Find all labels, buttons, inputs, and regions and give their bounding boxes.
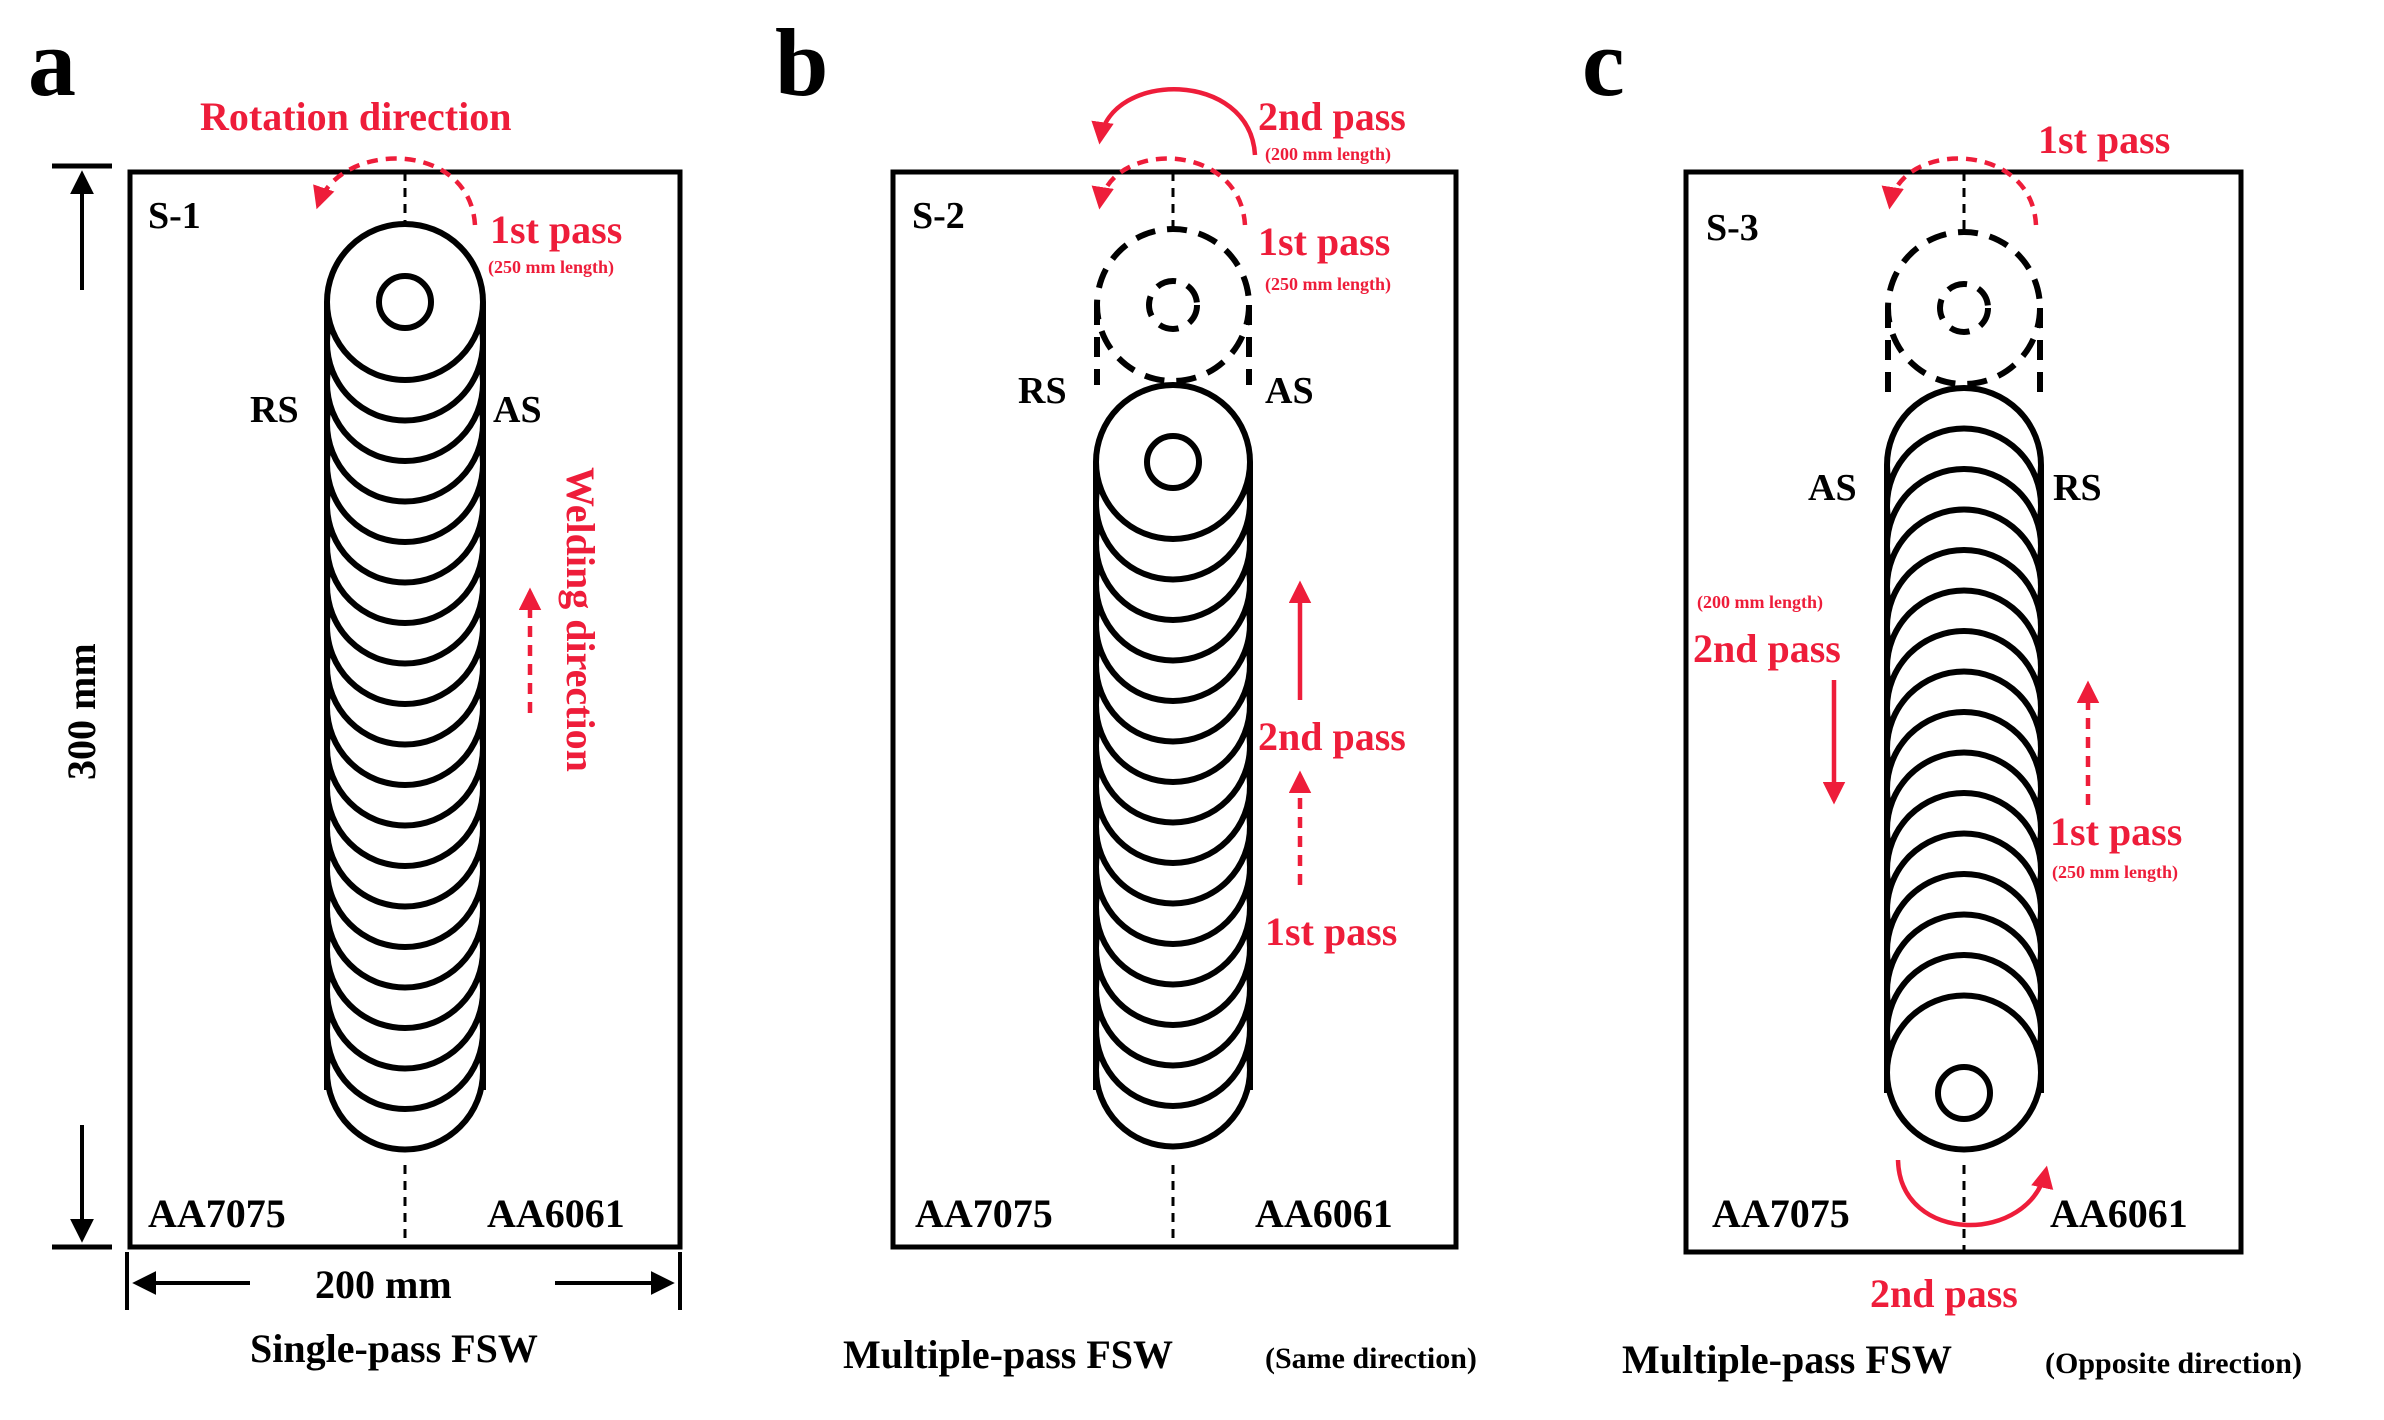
panel-c-pass1-label: 1st pass — [2038, 117, 2170, 162]
panel-a-caption: Single-pass FSW — [250, 1326, 538, 1371]
panel-b: b S-2 RS AS 2nd pass (200 mm length) 1st… — [775, 9, 1477, 1377]
panel-c-pass2-length: (200 mm length) — [1697, 592, 1823, 613]
panel-a-height-dimension: 300 mm — [59, 643, 104, 780]
panel-b-pass1-rotation-arrow — [1091, 156, 1248, 226]
panel-b-left-alloy: AA7075 — [915, 1191, 1053, 1236]
panel-a-pass1-length: (250 mm length) — [488, 257, 614, 278]
panel-b-pass2-rotation-arrow — [1091, 87, 1258, 156]
panel-a-right-alloy: AA6061 — [487, 1191, 625, 1236]
panel-c-caption: Multiple-pass FSW — [1622, 1337, 1952, 1382]
panel-a-weld-bead — [324, 221, 486, 1153]
panel-a-rs-label: RS — [250, 389, 299, 431]
panel-c-pass1-length: (250 mm length) — [2052, 862, 2178, 883]
panel-a-welding-direction-label: Welding direction — [558, 467, 603, 772]
panel-b-pass1-length: (250 mm length) — [1265, 274, 1391, 295]
panel-a-sample-id: S-1 — [148, 195, 201, 237]
panel-a-letter: a — [28, 9, 76, 116]
panel-b-rs-label: RS — [1018, 370, 1067, 412]
panel-a-pass1-label: 1st pass — [490, 207, 622, 252]
tool-pin-icon — [1935, 1064, 1993, 1122]
panel-a-width-dimension: 200 mm — [315, 1262, 452, 1307]
panel-b-mid-pass2-label: 2nd pass — [1258, 714, 1406, 759]
panel-b-letter: b — [775, 9, 828, 116]
panel-a-as-label: AS — [493, 389, 542, 431]
panel-b-caption: Multiple-pass FSW — [843, 1332, 1173, 1377]
panel-b-dashed-start-position — [1094, 226, 1252, 385]
panel-c-left-alloy: AA7075 — [1712, 1191, 1850, 1236]
panel-c-pass1-rotation-arrow — [1881, 156, 2039, 226]
panel-b-as-label: AS — [1265, 370, 1314, 412]
panel-a: a S-1 RS AS Rotation direction 1st pass … — [28, 9, 683, 1371]
panel-c-right-alloy: AA6061 — [2050, 1191, 2188, 1236]
panel-c-as-label: AS — [1808, 467, 1857, 509]
panel-b-pass2-label: 2nd pass — [1258, 94, 1406, 139]
panel-b-mid-pass1-label: 1st pass — [1265, 909, 1397, 954]
panel-c-rs-label: RS — [2053, 467, 2102, 509]
panel-c-dashed-start-position — [1885, 229, 2043, 392]
panel-c-sample-id: S-3 — [1706, 207, 1759, 249]
panel-a-rotation-arrow — [313, 156, 478, 226]
panel-b-right-alloy: AA6061 — [1255, 1191, 1393, 1236]
panel-a-rotation-label: Rotation direction — [200, 94, 511, 139]
panel-c-weld-bead — [1884, 385, 2044, 1153]
tool-pin-icon — [1144, 433, 1202, 491]
panel-b-sample-id: S-2 — [912, 195, 965, 237]
panel-b-caption-sub: (Same direction) — [1265, 1342, 1477, 1375]
panel-a-left-alloy: AA7075 — [148, 1191, 286, 1236]
panel-c: c S-3 AS RS 1st pass (200 mm length) 2nd… — [1582, 9, 2302, 1382]
tool-pin-icon — [376, 273, 434, 331]
panel-c-letter: c — [1582, 9, 1625, 116]
panel-c-pass1-side-label: 1st pass — [2050, 809, 2182, 854]
panel-b-weld-bead — [1093, 382, 1253, 1150]
panel-c-pass2-rotation-arrow — [1895, 1159, 2054, 1228]
panel-b-pass1-label: 1st pass — [1258, 219, 1390, 264]
panel-b-pass2-length: (200 mm length) — [1265, 144, 1391, 165]
panel-c-caption-sub: (Opposite direction) — [2045, 1347, 2302, 1380]
panel-c-pass2-label: 2nd pass — [1693, 626, 1841, 671]
panel-c-bottom-pass2-label: 2nd pass — [1870, 1271, 2018, 1316]
